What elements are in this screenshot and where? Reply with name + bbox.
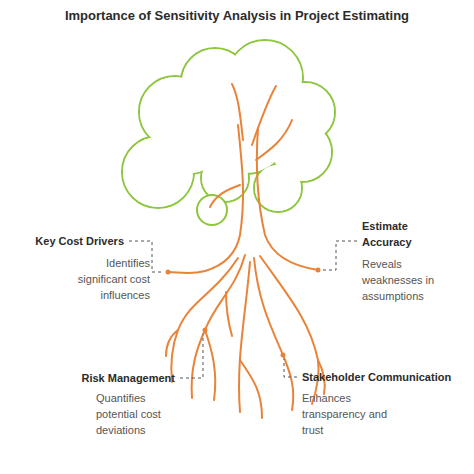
callout-heading: Key Cost Drivers (10, 233, 124, 249)
root-dots (166, 268, 321, 358)
diagram-title: Importance of Sensitivity Analysis in Pr… (0, 8, 474, 24)
tree-canopy (122, 40, 335, 225)
callout-text: Enhances transparency and trust (302, 390, 398, 438)
callout-heading: Risk Management (55, 370, 175, 386)
leader-lines (129, 241, 357, 378)
callout-heading: Stakeholder Communication (302, 369, 468, 385)
callout-heading: Estimate Accuracy (362, 218, 450, 250)
tree-trunk (166, 84, 325, 418)
callout-text: Quantifies potential cost deviations (96, 390, 178, 438)
callout-text: Reveals weaknesses in assumptions (362, 256, 454, 304)
callout-text: Identifies significant cost influences (58, 255, 150, 303)
